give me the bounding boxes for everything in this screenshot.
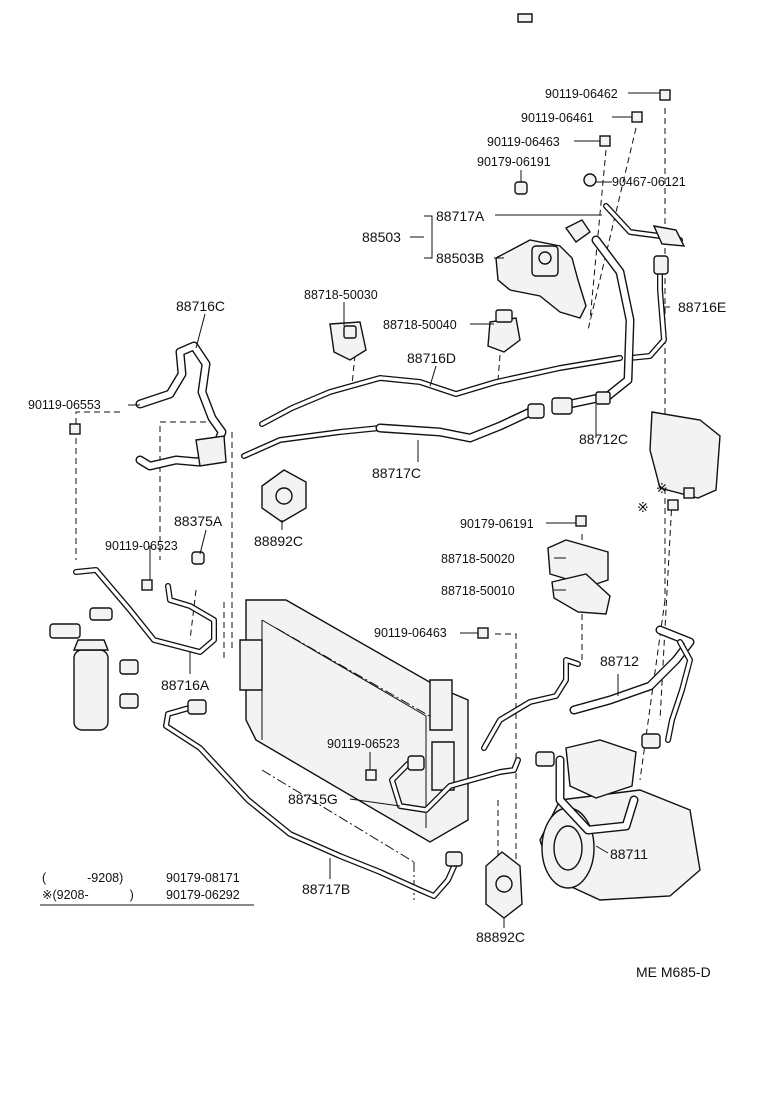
callout-90119-06463-top: 90119-06463 bbox=[487, 135, 560, 149]
footnote-row1-range: ( -9208) bbox=[42, 871, 124, 885]
callout-88716A: 88716A bbox=[161, 677, 210, 693]
leader-lines bbox=[128, 92, 670, 928]
callout-90119-06553: 90119-06553 bbox=[28, 398, 101, 412]
callout-88503: 88503 bbox=[362, 229, 401, 245]
callout-90119-06461: 90119-06461 bbox=[521, 111, 594, 125]
pipe-88716D bbox=[259, 355, 623, 427]
callout-90119-06523-mid: 90119-06523 bbox=[327, 737, 400, 751]
body-panel bbox=[649, 411, 721, 499]
callout-88718-50020: 88718-50020 bbox=[441, 552, 515, 566]
grommet-88892C-bottom bbox=[485, 851, 523, 919]
callout-88892C-top: 88892C bbox=[254, 533, 304, 549]
callout-90179-06191-mid: 90179-06191 bbox=[460, 517, 534, 531]
hose-88712 bbox=[481, 625, 695, 751]
callout-88375A: 88375A bbox=[174, 513, 223, 529]
footnote-row2-range: ※(9208- ) bbox=[42, 888, 134, 902]
condenser bbox=[239, 599, 469, 900]
callout-88716E: 88716E bbox=[678, 299, 727, 315]
pipe-88715G bbox=[389, 755, 521, 813]
callout-90179-06191-top: 90179-06191 bbox=[477, 155, 551, 169]
callout-88716D: 88716D bbox=[407, 350, 457, 366]
diagram-code: ME M685-D bbox=[636, 964, 711, 980]
note-mark-lower: ※ bbox=[637, 499, 649, 515]
callout-88717A: 88717A bbox=[436, 208, 485, 224]
bracket-88718-50020 bbox=[547, 539, 609, 587]
clamp-88718-50040 bbox=[487, 309, 521, 353]
callout-88718-50030: 88718-50030 bbox=[304, 288, 378, 302]
footnote-row2-part: 90179-06292 bbox=[166, 888, 240, 902]
callout-90467-06121: 90467-06121 bbox=[612, 175, 686, 189]
pipe-88717B bbox=[163, 699, 463, 899]
callout-88711: 88711 bbox=[610, 846, 648, 862]
callout-90119-06462: 90119-06462 bbox=[545, 87, 618, 101]
callout-88503B: 88503B bbox=[436, 250, 485, 266]
pipe-88716E bbox=[627, 255, 669, 361]
callout-88717B: 88717B bbox=[302, 881, 351, 897]
fasteners bbox=[69, 89, 695, 781]
pipe-88717A bbox=[603, 203, 686, 247]
hose-88717C bbox=[241, 403, 545, 459]
callout-90119-06523-left: 90119-06523 bbox=[105, 539, 178, 553]
note-mark-upper: ※ bbox=[656, 480, 668, 496]
callout-88892C-bottom: 88892C bbox=[476, 929, 526, 945]
hose-88716C bbox=[135, 341, 227, 471]
hose-88712C bbox=[551, 235, 635, 415]
bracket-88718-50010 bbox=[551, 573, 611, 615]
footnote-row1-part: 90179-08171 bbox=[166, 871, 240, 885]
callout-88712C: 88712C bbox=[579, 431, 629, 447]
compressor-valve-assembly bbox=[495, 13, 591, 319]
compressor-88711 bbox=[535, 733, 701, 901]
clamp-88718-50030 bbox=[329, 321, 367, 361]
receiver-drier bbox=[49, 607, 139, 731]
callout-88716C: 88716C bbox=[176, 298, 226, 314]
callout-88712: 88712 bbox=[600, 653, 639, 669]
callout-88715G: 88715G bbox=[288, 791, 338, 807]
callout-88718-50010: 88718-50010 bbox=[441, 584, 515, 598]
callout-88718-50040: 88718-50040 bbox=[383, 318, 457, 332]
callout-88717C: 88717C bbox=[372, 465, 422, 481]
callout-90119-06463-mid: 90119-06463 bbox=[374, 626, 447, 640]
grommet-88892C-top bbox=[261, 469, 307, 523]
reference-lines bbox=[75, 108, 673, 860]
pipe-88716A bbox=[73, 567, 217, 655]
